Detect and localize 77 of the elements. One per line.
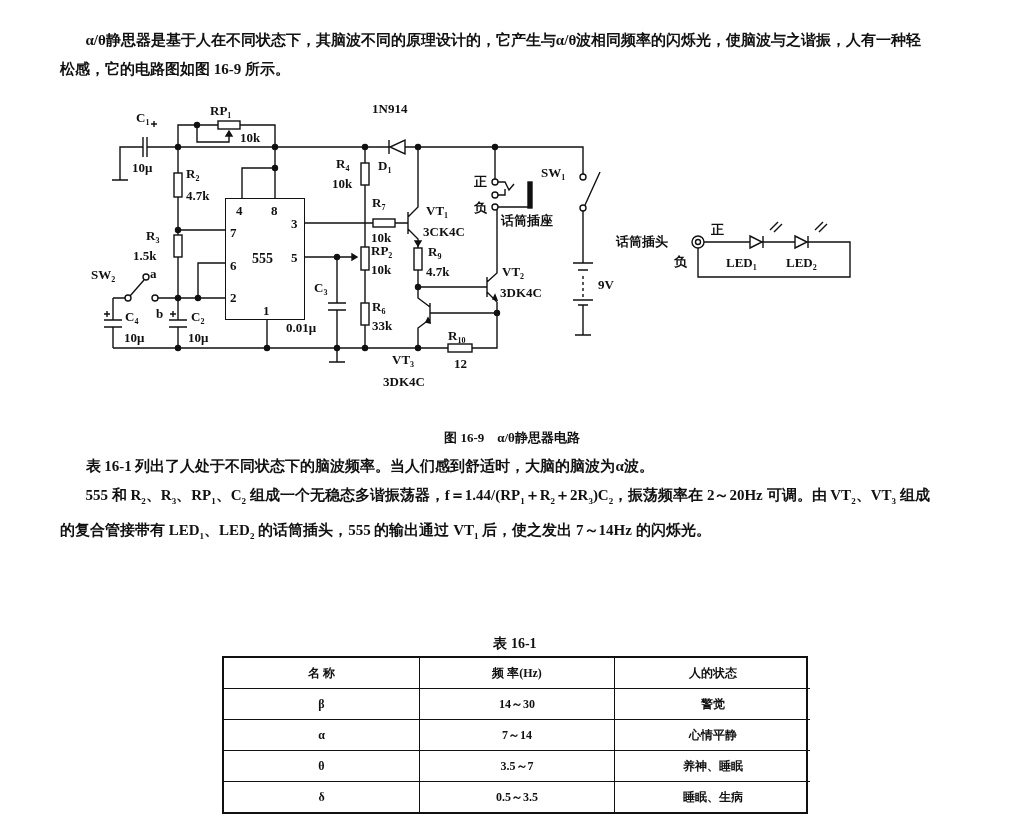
component-label: VT$_{3}$	[392, 352, 415, 371]
table-cell: 警觉	[615, 689, 810, 720]
table-cell: 14～30	[420, 689, 615, 720]
table-header-cell: 频 率(Hz)	[420, 658, 615, 689]
component-value: 10k	[240, 130, 261, 145]
component-label: VT$_{2}$	[502, 264, 525, 283]
component-label: R$_{9}$	[428, 244, 442, 263]
component-value: 33k	[372, 318, 393, 333]
table-cell: 7～14	[420, 720, 615, 751]
paragraph: 555 和 R$_{2}$、R$_{3}$、RP$_{1}$、C$_{2}$ 组成一个无稳态多谐振荡器，f＝1.44/(RP$_{1}$＋R$_{2}$＋2R$_{3}$)C$_{2}$，振荡频率在 2～20Hz 可调。由 VT$_{2}$、VT$_{3}$ 组成的复合管接带有 LED$_{1}$、LED$_{2}$ 的话筒插头，555 的输出通过 VT$_{1}$ 后，使之发出 7～14Hz 的闪烁光。	[60, 486, 930, 543]
table-cell: 心情平静	[615, 720, 810, 751]
table-cell: β	[224, 689, 420, 720]
component-value: 10k	[332, 176, 353, 191]
pin-number: 4	[236, 203, 243, 218]
component-label: C$_{1}$	[136, 110, 150, 129]
table-title: 表 16-1	[493, 636, 537, 651]
component-value: 3DK4C	[500, 285, 542, 300]
pin-number: 7	[230, 225, 237, 240]
table-cell: 0.5～3.5	[420, 782, 615, 812]
component-label: SW$_{1}$	[541, 165, 566, 184]
component-label: RP$_{1}$	[210, 103, 232, 122]
component-label: R$_{4}$	[336, 156, 350, 175]
terminal-label: 负	[674, 254, 687, 269]
paragraph: 表 16-1 列出了人处于不同状态下的脑波频率。当人们感到舒适时，大脑的脑波为α波。	[84, 457, 655, 476]
table-header-cell: 名 称	[224, 658, 420, 689]
component-value: 10μ	[132, 160, 153, 175]
component-label: LED$_{1}$	[726, 255, 757, 274]
component-label: LED$_{2}$	[786, 255, 817, 274]
component-label: R$_{7}$	[372, 195, 386, 214]
component-label: C$_{4}$	[125, 309, 139, 328]
component-value: 10k	[371, 230, 392, 245]
component-label: 1N914	[372, 101, 408, 116]
terminal-label: 正	[711, 222, 724, 237]
component-label: R$_{3}$	[146, 228, 160, 247]
table-cell: δ	[224, 782, 420, 812]
component-value: 3DK4C	[383, 374, 425, 389]
component-label: VT$_{1}$	[426, 203, 449, 222]
component-label: RP$_{2}$	[371, 243, 393, 262]
component-value: 4.7k	[426, 264, 450, 279]
terminal-label: 正	[474, 174, 487, 189]
component-value: 4.7k	[186, 188, 210, 203]
component-label: 话筒插头	[616, 234, 668, 249]
component-value: 9V	[598, 277, 614, 292]
terminal-label: 负	[474, 200, 487, 215]
component-label: R$_{10}$	[448, 328, 466, 347]
component-label: R$_{2}$	[186, 166, 200, 185]
pin-number: 8	[271, 203, 278, 218]
component-value: 10μ	[124, 330, 145, 345]
component-value: 1.5k	[133, 248, 157, 263]
pin-number: 3	[291, 216, 298, 231]
switch-terminal-label: b	[156, 306, 164, 321]
table-header-cell: 人的状态	[615, 658, 810, 689]
component-value: 10μ	[188, 330, 209, 345]
chip-label: 555	[252, 251, 273, 267]
pin-number: 1	[263, 303, 270, 318]
component-label: SW$_{2}$	[91, 267, 116, 286]
component-value: 10k	[371, 262, 392, 277]
figure-caption: 图 16-9 α/θ静思器电路	[444, 430, 580, 445]
component-label: D$_{1}$	[378, 158, 392, 177]
component-label: R$_{6}$	[372, 299, 386, 318]
table-cell: 养神、睡眠	[615, 751, 810, 782]
table-cell: 3.5～7	[420, 751, 615, 782]
component-value: 3CK4C	[423, 224, 465, 239]
switch-terminal-label: a	[150, 266, 157, 281]
component-label: 话筒插座	[501, 213, 553, 228]
paragraph: α/θ静思器是基于人在不同状态下，其脑波不同的原理设计的，它产生与α/θ波相同频率的闪烁光，使脑波与之谐振，人有一种轻松感，它的电路图如图 16-9 所示。	[60, 31, 923, 79]
pin-number: 2	[230, 290, 237, 305]
component-value: 12	[454, 356, 467, 371]
ic-chip	[225, 198, 305, 320]
component-label: C$_{3}$	[314, 280, 328, 299]
component-value: 0.01μ	[286, 320, 317, 335]
component-label: C$_{2}$	[191, 309, 205, 328]
table-cell-text: 睡眠、生病	[681, 788, 744, 806]
table-cell: α	[224, 720, 420, 751]
table-cell: θ	[224, 751, 420, 782]
pin-number: 6	[230, 258, 237, 273]
pin-number: 5	[291, 250, 298, 265]
